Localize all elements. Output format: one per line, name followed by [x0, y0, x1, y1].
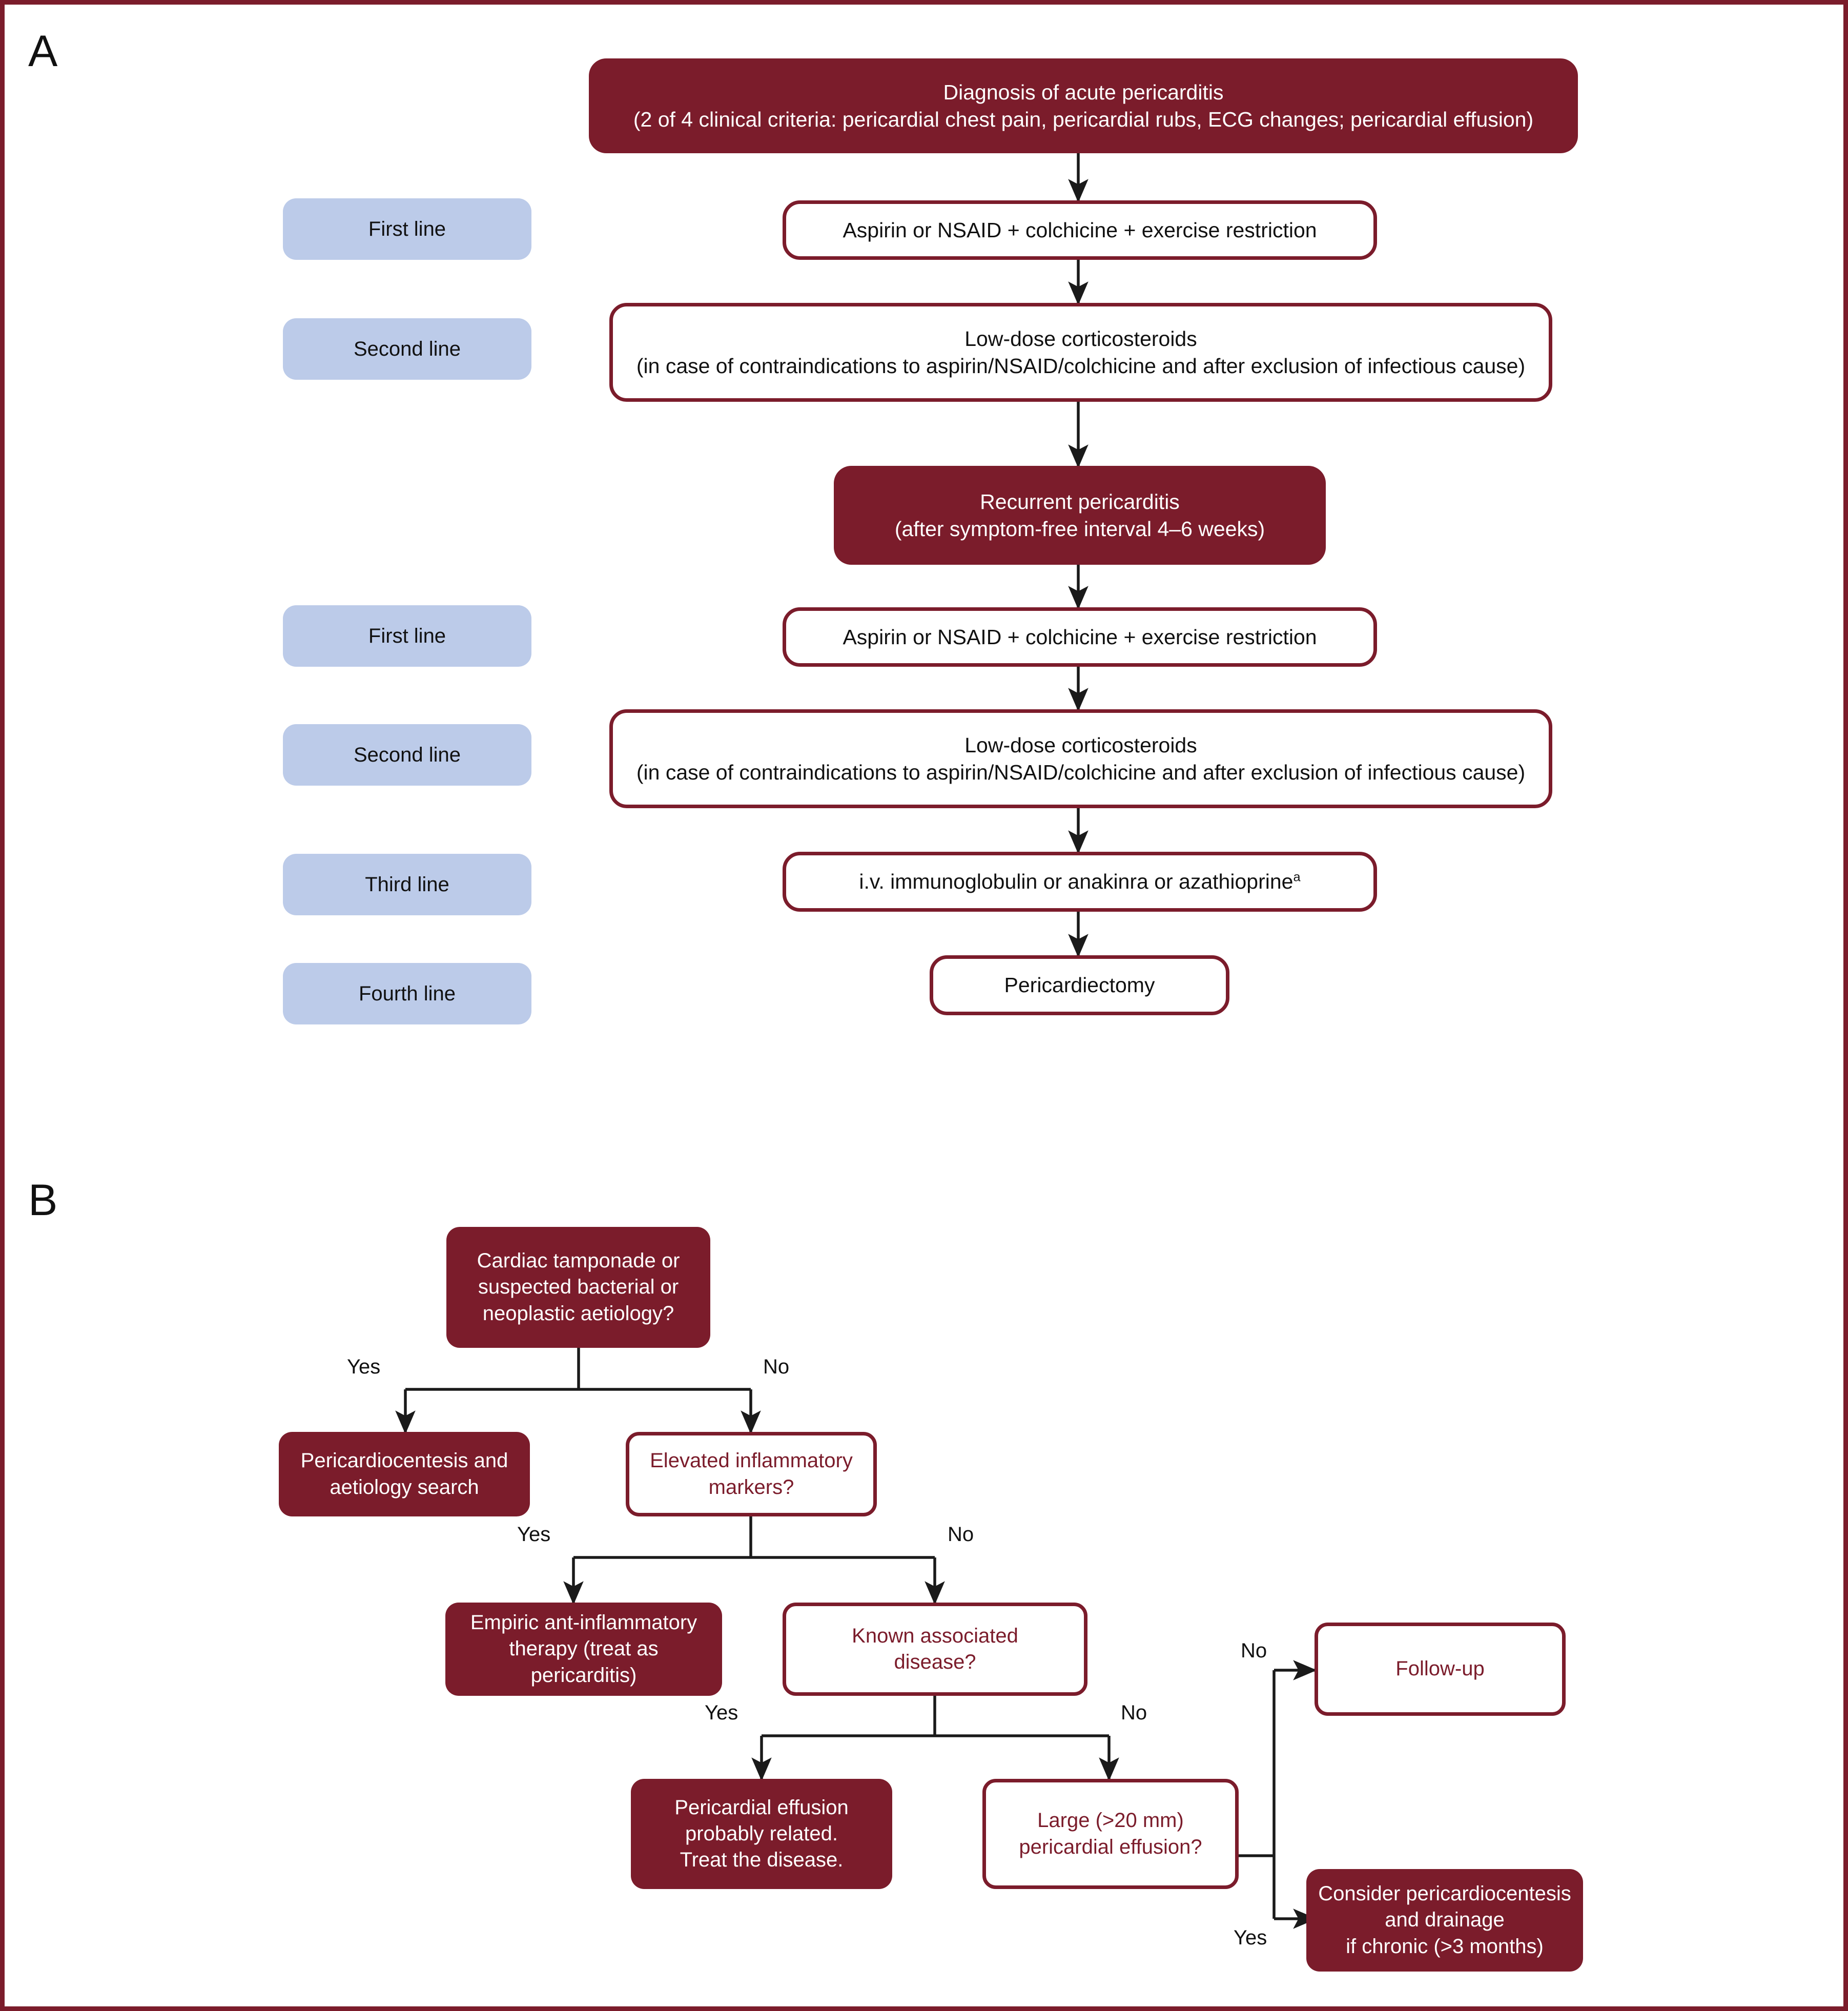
node-consider-pericardiocentesis-drainage: Consider pericardiocentesis and drainage…: [1306, 1869, 1583, 1972]
node-first-line-therapy-acute: Aspirin or NSAID + colchicine + exercise…: [783, 200, 1377, 260]
node-pericardial-effusion-related: Pericardial effusion probably related. T…: [631, 1779, 892, 1889]
node-first-line-therapy-recurrent: Aspirin or NSAID + colchicine + exercise…: [783, 607, 1377, 667]
footnote-marker-a: a: [1293, 870, 1301, 885]
panel-label-a: A: [28, 27, 58, 76]
node-cardiac-tamponade-question: Cardiac tamponade or suspected bacterial…: [446, 1227, 710, 1348]
node-recurrent-pericarditis: Recurrent pericarditis (after symptom-fr…: [834, 466, 1326, 565]
badge-second-line-acute: Second line: [283, 318, 531, 380]
badge-fourth-line: Fourth line: [283, 963, 531, 1024]
badge-first-line-acute: First line: [283, 198, 531, 260]
edge-label-known-disease-no: No: [1121, 1701, 1147, 1724]
node-second-line-therapy-acute: Low-dose corticosteroids (in case of con…: [609, 303, 1552, 402]
edge-label-known-disease-yes: Yes: [705, 1701, 738, 1724]
panel-label-b: B: [28, 1176, 58, 1225]
edge-label-tamponade-no: No: [763, 1356, 790, 1378]
third-line-text: i.v. immunoglobulin or anakinra or azath…: [859, 870, 1293, 894]
edge-label-large-effusion-no: No: [1241, 1639, 1267, 1662]
node-elevated-inflammatory-markers-question: Elevated inflammatory markers?: [626, 1432, 877, 1516]
edge-label-tamponade-yes: Yes: [347, 1356, 381, 1378]
edge-label-large-effusion-yes: Yes: [1234, 1926, 1267, 1949]
node-follow-up: Follow-up: [1315, 1623, 1566, 1716]
node-pericardiocentesis-aetiology-search: Pericardiocentesis and aetiology search: [279, 1432, 530, 1516]
edge-label-inflammatory-yes: Yes: [517, 1523, 551, 1546]
edge-label-inflammatory-no: No: [948, 1523, 974, 1546]
badge-second-line-recurrent: Second line: [283, 724, 531, 786]
node-large-pericardial-effusion-question: Large (>20 mm) pericardial effusion?: [982, 1779, 1239, 1889]
node-second-line-therapy-recurrent: Low-dose corticosteroids (in case of con…: [609, 709, 1552, 808]
node-pericardiectomy: Pericardiectomy: [930, 955, 1229, 1015]
badge-third-line: Third line: [283, 854, 531, 915]
node-diagnosis-acute-pericarditis: Diagnosis of acute pericarditis (2 of 4 …: [589, 58, 1578, 153]
node-known-associated-disease-question: Known associated disease?: [783, 1603, 1087, 1696]
node-empiric-anti-inflammatory-therapy: Empiric ant-inflammatory therapy (treat …: [445, 1603, 722, 1696]
badge-first-line-recurrent: First line: [283, 605, 531, 667]
node-third-line-therapy: i.v. immunoglobulin or anakinra or azath…: [783, 852, 1377, 912]
